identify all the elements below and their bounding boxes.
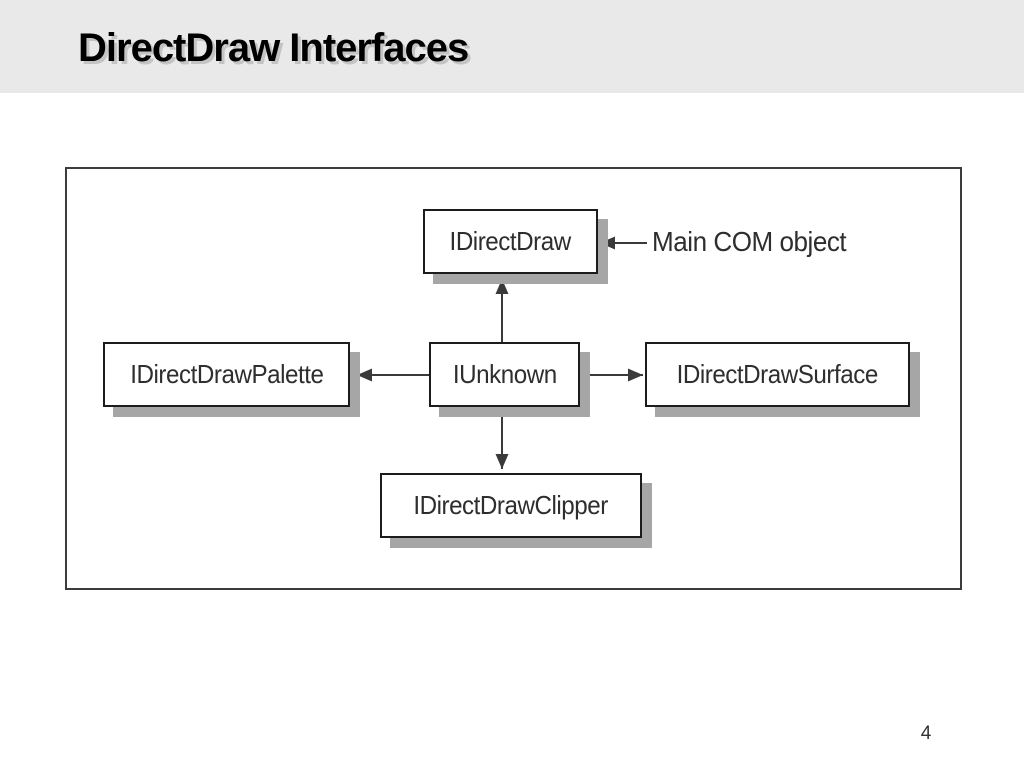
connector-lines [357, 236, 647, 469]
node-iunknown: IUnknown [429, 342, 580, 407]
node-idirectdrawsurface: IDirectDrawSurface [645, 342, 910, 407]
node-idirectdraw: IDirectDraw [423, 209, 598, 274]
node-idirectdrawclipper: IDirectDrawClipper [380, 473, 642, 538]
annotation-main-com-object: Main COM object [652, 226, 847, 257]
diagram-frame: IDirectDraw IUnknown IDirectDrawPalette … [65, 167, 962, 590]
node-label: IDirectDrawClipper [413, 490, 609, 520]
node-idirectdrawpalette: IDirectDrawPalette [103, 342, 350, 407]
node-label: IDirectDrawSurface [676, 359, 879, 389]
node-label: IDirectDrawPalette [129, 359, 324, 389]
node-label: IDirectDraw [449, 226, 572, 256]
page-number: 4 [920, 723, 932, 744]
node-label: IUnknown [452, 359, 557, 389]
title-band: DirectDraw Interfaces [0, 0, 1024, 93]
slide-title: DirectDraw Interfaces [78, 26, 469, 70]
